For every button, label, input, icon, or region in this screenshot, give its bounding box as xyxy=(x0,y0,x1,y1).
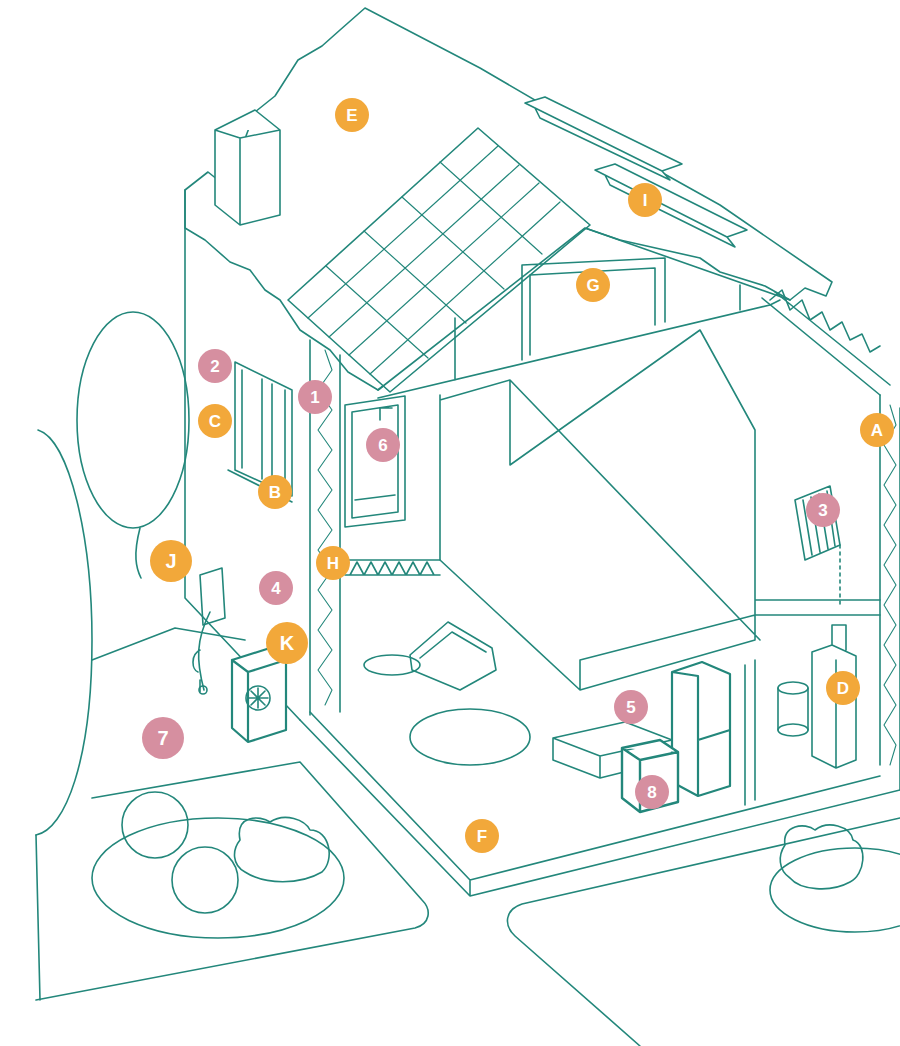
tree-bush xyxy=(36,430,92,835)
chimney xyxy=(215,110,280,225)
callout-text: B xyxy=(269,484,281,501)
callout-text: 6 xyxy=(378,437,387,454)
callout-letter: H xyxy=(316,546,350,580)
hot-water-tank xyxy=(778,682,808,694)
callout-text: G xyxy=(586,277,599,294)
plug xyxy=(199,686,207,694)
callout-letter: F xyxy=(465,819,499,853)
callout-text: 4 xyxy=(271,580,280,597)
callout-number: 1 xyxy=(298,380,332,414)
washing-machine xyxy=(622,740,678,812)
flower-bed xyxy=(92,818,344,938)
hot-water-tank xyxy=(778,724,808,736)
callout-number: 5 xyxy=(614,690,648,724)
bush xyxy=(122,792,188,858)
skylight xyxy=(595,164,747,247)
radiator xyxy=(795,486,840,560)
callout-number: 6 xyxy=(366,428,400,462)
loft-insulation xyxy=(345,290,890,575)
callout-text: H xyxy=(327,555,339,572)
callout-text: 8 xyxy=(647,784,656,801)
callout-text: 2 xyxy=(210,358,219,375)
callout-number: 4 xyxy=(259,571,293,605)
tree-crown xyxy=(77,312,189,528)
heat-pump-fan xyxy=(246,686,270,710)
callout-number: 8 xyxy=(635,775,669,809)
bush xyxy=(780,825,863,889)
callout-text: 5 xyxy=(626,699,635,716)
bush xyxy=(172,847,238,913)
callout-letter: G xyxy=(576,268,610,302)
callout-letter: B xyxy=(258,475,292,509)
cable xyxy=(193,612,210,692)
flower-bed xyxy=(770,848,900,932)
callout-text: F xyxy=(477,828,487,845)
meter xyxy=(200,568,225,625)
callout-text: 3 xyxy=(818,502,827,519)
sofa xyxy=(410,622,496,690)
callout-text: 7 xyxy=(157,728,168,748)
pipe xyxy=(839,545,841,605)
rug xyxy=(410,709,530,765)
callout-letter: J xyxy=(150,540,192,582)
callout-letter: E xyxy=(335,98,369,132)
callout-text: I xyxy=(643,192,648,209)
callout-text: 1 xyxy=(310,389,319,406)
insulation-zigzag xyxy=(318,350,896,765)
callout-letter: C xyxy=(198,404,232,438)
rug xyxy=(364,655,420,675)
callout-text: C xyxy=(209,413,221,430)
callout-letter: I xyxy=(628,183,662,217)
callout-text: A xyxy=(871,422,883,439)
tree-bush xyxy=(36,835,40,1000)
callout-number: 2 xyxy=(198,349,232,383)
tree-trunk xyxy=(136,528,141,578)
shower xyxy=(345,396,405,527)
rafters xyxy=(378,228,790,398)
callout-text: E xyxy=(346,107,357,124)
lawn xyxy=(36,762,428,1000)
callout-text: D xyxy=(837,680,849,697)
floor-slab xyxy=(300,712,900,896)
callout-number: 3 xyxy=(806,493,840,527)
fridge xyxy=(672,662,730,796)
callout-text: K xyxy=(280,633,294,653)
room-walls xyxy=(440,330,880,805)
bush xyxy=(235,817,330,881)
callout-letter: D xyxy=(826,671,860,705)
heat-pump-fan xyxy=(248,688,268,708)
callout-number: 7 xyxy=(142,717,184,759)
facade xyxy=(185,190,300,720)
wall-insulation xyxy=(310,340,900,790)
callout-letter: K xyxy=(266,622,308,664)
callout-letter: A xyxy=(860,413,894,447)
callout-text: J xyxy=(165,551,176,571)
ground-line xyxy=(92,628,245,660)
